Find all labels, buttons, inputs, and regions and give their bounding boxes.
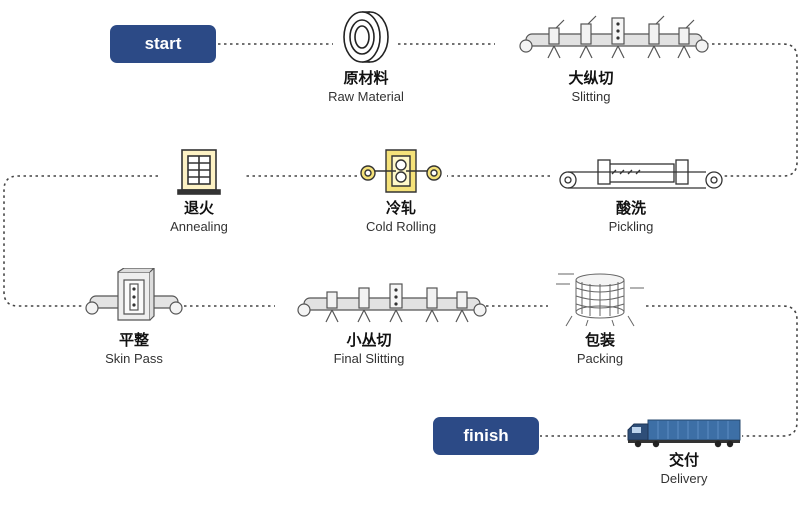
step-label-zh: 原材料: [343, 69, 389, 87]
pickling-tank-icon: [559, 159, 723, 189]
step-label-en: Packing: [576, 351, 624, 366]
skin-pass-mill-icon: [85, 268, 183, 321]
connector-slitting-pickling: [688, 43, 798, 177]
step-label-zh: 平整: [118, 331, 149, 349]
step-label-en: Slitting: [571, 89, 611, 104]
step-label-zh: 包装: [584, 331, 615, 349]
finish-button: finish: [433, 417, 539, 455]
step-label-en: Final Slitting: [333, 351, 405, 366]
step-cold-rolling: 冷轧 Cold Rolling: [326, 146, 476, 236]
step-annealing: 退火 Annealing: [124, 146, 274, 236]
step-label-zh: 交付: [668, 451, 699, 469]
step-label-en: Delivery: [660, 471, 708, 486]
step-skin-pass: 平整 Skin Pass: [59, 268, 209, 368]
steel-coil-icon: [343, 11, 389, 63]
step-delivery: 交付 Delivery: [609, 418, 759, 488]
packed-coil-icon: [556, 273, 644, 327]
step-label-en: Raw Material: [328, 89, 404, 104]
step-label-en: Annealing: [170, 219, 228, 234]
start-button: start: [110, 25, 216, 63]
step-label-en: Skin Pass: [105, 351, 163, 366]
step-label-en: Pickling: [608, 219, 654, 234]
step-label-en: Cold Rolling: [365, 219, 437, 234]
step-raw-material: 原材料 Raw Material: [291, 8, 441, 106]
connector-annealing-skinpass: [3, 175, 158, 307]
step-slitting: 大纵切 Slitting: [516, 12, 709, 106]
step-final-slitting: 小丛切 Final Slitting: [294, 282, 487, 368]
step-packing: 包装 Packing: [525, 266, 675, 368]
truck-icon: [627, 419, 741, 448]
step-label-zh: 退火: [183, 199, 214, 217]
connector-packing-delivery: [646, 305, 798, 437]
slitting-line-icon: [297, 283, 487, 323]
step-label-zh: 冷轧: [385, 199, 416, 217]
slitting-line-icon: [519, 15, 709, 59]
step-label-zh: 酸洗: [615, 199, 646, 217]
step-label-zh: 大纵切: [568, 69, 614, 87]
step-label-zh: 小丛切: [346, 331, 392, 349]
rolling-mill-icon: [360, 149, 442, 193]
step-pickling: 酸洗 Pickling: [556, 150, 723, 236]
annealing-furnace-icon: [177, 149, 221, 195]
